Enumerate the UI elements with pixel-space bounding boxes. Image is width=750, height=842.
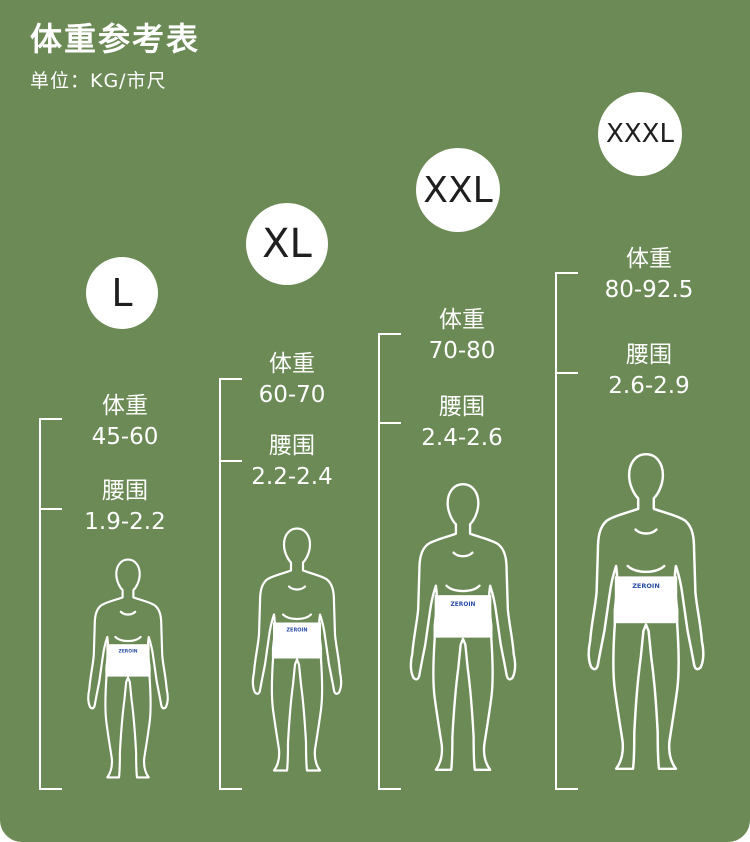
waist-value-xl: 2.2-2.4 (251, 464, 333, 490)
unit-note: 单位：KG/市尺 (30, 70, 167, 92)
range-bracket-xxxl (555, 272, 578, 790)
size-label: XXL (423, 169, 493, 211)
male-body-outline-icon: ZEROIN (87, 558, 169, 779)
weight-value-l: 45-60 (91, 424, 159, 450)
waist-label-xxxl: 腰围 (626, 342, 672, 368)
waist-tick-xxl (378, 422, 401, 424)
waist-tick-l (39, 508, 62, 510)
size-label: L (111, 271, 133, 315)
size-badge-l: L (86, 257, 158, 329)
size-badge-xxl: XXL (416, 148, 500, 232)
waist-tick-xl (219, 460, 242, 462)
page-title: 体重参考表 (30, 20, 201, 58)
brand-mark: ZEROIN (632, 582, 660, 590)
male-body-outline-icon: ZEROIN (251, 527, 343, 772)
size-badge-xxxl: XXXL (598, 92, 682, 176)
weight-value-xxxl: 80-92.5 (604, 277, 694, 303)
size-label: XL (262, 221, 312, 267)
range-bracket-xl (219, 378, 242, 790)
brand-mark: ZEROIN (451, 602, 476, 608)
brand-mark: ZEROIN (286, 628, 307, 634)
brand-mark: ZEROIN (118, 648, 137, 654)
waist-label-xl: 腰围 (269, 433, 315, 459)
waist-value-l: 1.9-2.2 (84, 509, 166, 535)
range-bracket-xxl (378, 333, 401, 790)
weight-value-xl: 60-70 (258, 382, 326, 408)
weight-label-l: 体重 (102, 393, 148, 419)
range-bracket-l (39, 418, 62, 790)
weight-label-xl: 体重 (269, 351, 315, 377)
size-label: XXXL (606, 119, 674, 149)
weight-label-xxl: 体重 (439, 307, 485, 333)
size-badge-xl: XL (246, 203, 328, 285)
weight-value-xxl: 70-80 (428, 338, 496, 364)
waist-value-xxl: 2.4-2.6 (421, 425, 503, 451)
waist-label-xxl: 腰围 (439, 394, 485, 420)
waist-label-l: 腰围 (102, 478, 148, 504)
waist-value-xxxl: 2.6-2.9 (608, 373, 690, 399)
waist-tick-xxxl (555, 372, 578, 374)
male-body-outline-icon: ZEROIN (409, 483, 517, 771)
male-body-outline-icon: ZEROIN (587, 452, 705, 771)
weight-label-xxxl: 体重 (626, 246, 672, 272)
